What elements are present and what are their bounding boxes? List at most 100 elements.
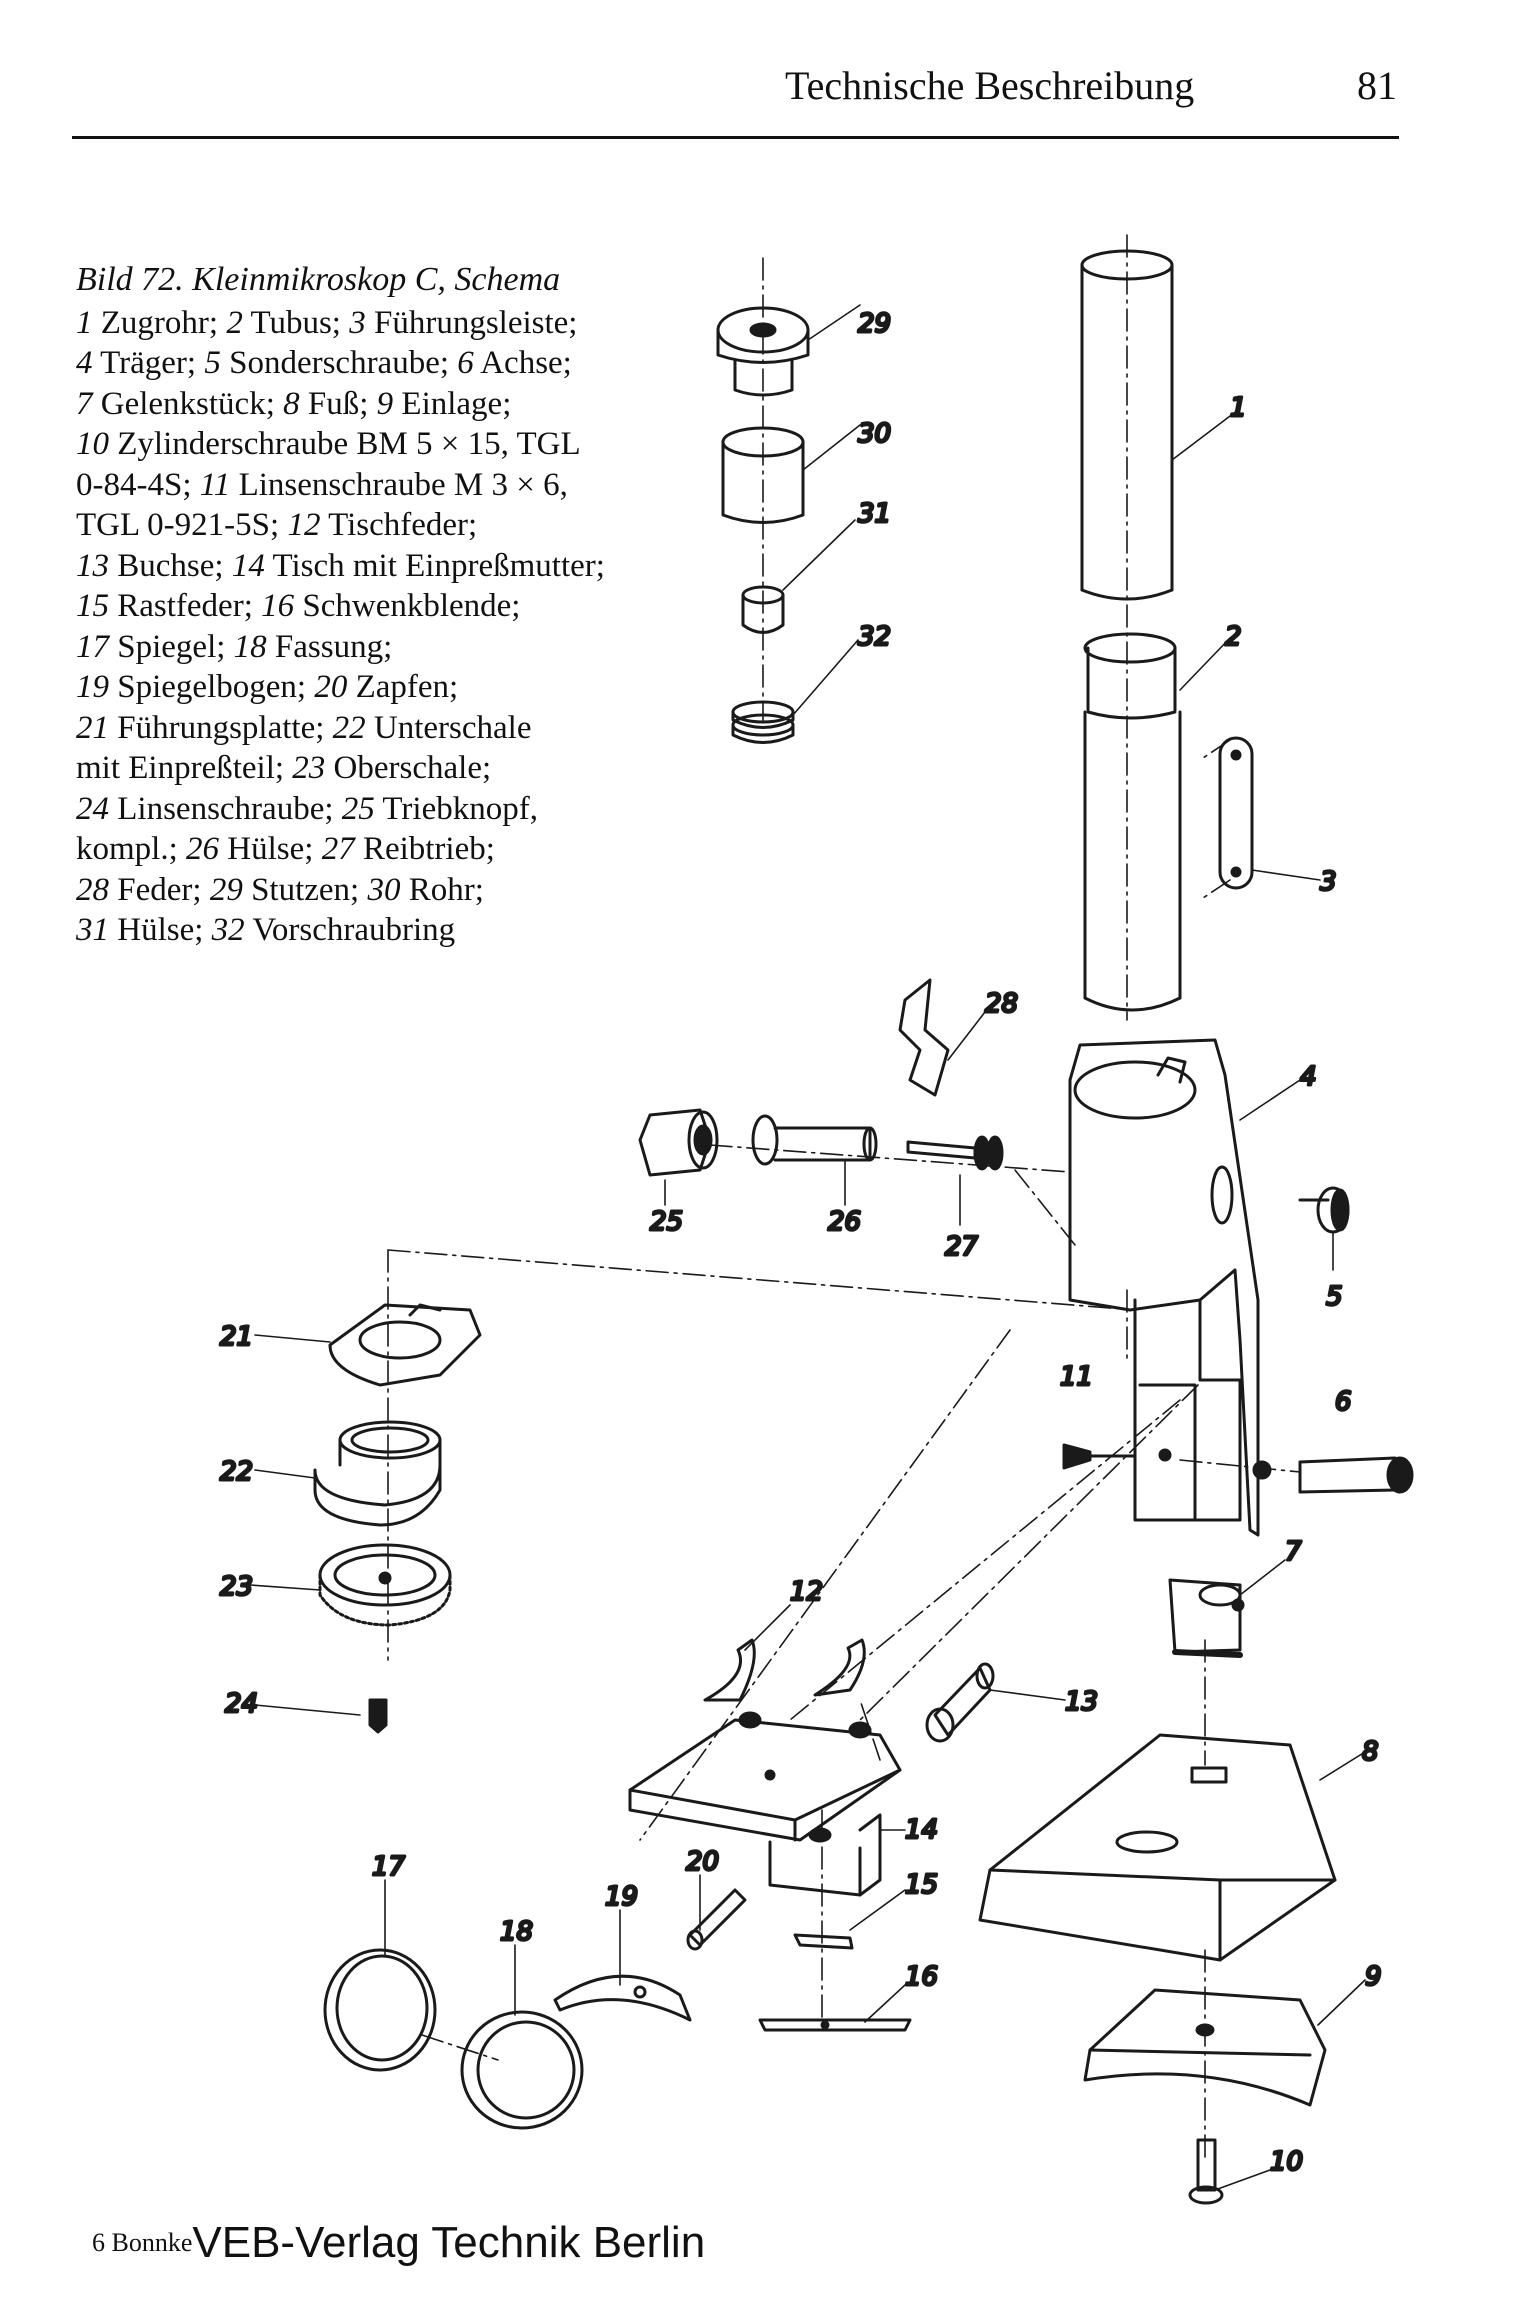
part-number: 21 <box>76 709 109 746</box>
part-number: 6 <box>457 345 474 381</box>
publisher-name: VEB-Verlag Technik Berlin <box>192 2218 706 2267</box>
part-label: 11 <box>1060 1362 1093 1392</box>
part-label: 28 <box>985 989 1018 1019</box>
part-number: 19 <box>76 669 109 705</box>
part-label: 27 <box>945 1232 979 1262</box>
part-11-linsenschraube <box>1062 1443 1137 1470</box>
part-25-triebknopf <box>638 1108 719 1177</box>
caption-legend: 1 Zugrohr; 2 Tubus; 3 Führungsleiste;4 T… <box>76 303 686 951</box>
part-5-sonderschraube <box>1298 1186 1350 1234</box>
part-name: Sonderschraube; <box>220 345 458 381</box>
caption-line: 15 Rastfeder; 16 Schwenkblende; <box>76 586 686 627</box>
part-number: 25 <box>341 790 375 827</box>
part-number: 5 <box>204 345 221 381</box>
part-number: 28 <box>76 871 109 908</box>
part-name: Reibtrieb; <box>354 831 495 867</box>
part-number: 27 <box>321 831 355 867</box>
part-number: 16 <box>261 588 295 624</box>
part-2-tubus <box>1083 632 1182 1012</box>
part-label: 14 <box>905 1815 938 1845</box>
figure-caption: Bild 72. Kleinmikroskop C, Schema 1 Zugr… <box>76 260 686 951</box>
part-number: 13 <box>76 547 109 584</box>
caption-line: 10 Zylinderschraube BM 5 × 15, TGL <box>76 424 686 465</box>
part-13-buchse <box>925 1662 995 1743</box>
part-name: Gelenkstück; <box>92 385 284 422</box>
caption-title: Bild 72. Kleinmikroskop C, Schema <box>76 261 561 298</box>
running-header-title: Technische Beschreibung <box>785 63 1195 108</box>
caption-line: 1 Zugrohr; 2 Tubus; 3 Führungsleiste; <box>76 303 686 344</box>
part-name: Buchse; <box>109 547 232 584</box>
part-27-reibtrieb <box>906 1135 1004 1171</box>
part-label: 12 <box>790 1577 823 1607</box>
assembly-axes <box>387 234 1301 2161</box>
part-number: 22 <box>332 709 366 746</box>
part-10-zylinderschraube <box>1188 2138 1224 2205</box>
part-label: 21 <box>220 1322 253 1352</box>
part-name: Linsenschraube M 3 × 6, <box>230 466 568 503</box>
caption-line: 0-84-4S; 11 Linsenschraube M 3 × 6, <box>76 465 686 506</box>
part-1-zugrohr <box>1080 249 1174 601</box>
part-31-huelse <box>741 585 785 634</box>
part-label: 23 <box>220 1572 253 1602</box>
part-number: 2 <box>226 304 243 341</box>
part-name: Tischfeder; <box>320 507 478 543</box>
caption-line: kompl.; 26 Hülse; 27 Reibtrieb; <box>76 829 686 870</box>
part-number: 18 <box>233 628 267 665</box>
part-name: Linsenschraube; <box>109 790 342 827</box>
part-19-spiegelbogen <box>553 1974 692 2022</box>
header-rule <box>72 136 1399 139</box>
part-label: 8 <box>1362 1737 1379 1767</box>
part-label: 25 <box>650 1207 683 1237</box>
part-number: 11 <box>199 466 231 503</box>
part-number: 10 <box>76 426 109 462</box>
part-name: Oberschale; <box>325 750 492 786</box>
part-number: 30 <box>367 871 401 908</box>
part-name: mit Einpreßteil; <box>76 750 293 786</box>
caption-line: 17 Spiegel; 18 Fassung; <box>76 627 686 668</box>
part-number: 29 <box>209 871 243 908</box>
part-number: 8 <box>283 385 300 422</box>
part-name: 0-84-4S; <box>76 466 200 503</box>
part-3-fuehrungsleiste <box>1218 736 1254 890</box>
part-14-tisch <box>628 1711 902 1897</box>
part-label: 22 <box>220 1457 253 1487</box>
part-label: 24 <box>225 1689 258 1719</box>
part-label: 18 <box>500 1917 533 1947</box>
page-footer: 6 BonnkeVEB-Verlag Technik Berlin <box>92 2218 705 2268</box>
part-26-huelse <box>751 1114 878 1166</box>
part-name: TGL 0-921-5S; <box>76 507 288 543</box>
part-8-fuss <box>978 1733 1337 1962</box>
part-number: 17 <box>76 628 109 665</box>
part-number: 4 <box>76 345 93 381</box>
part-name: kompl.; <box>76 831 187 867</box>
part-12-tischfeder <box>703 1638 866 1702</box>
part-label: 13 <box>1065 1687 1098 1717</box>
part-label: 30 <box>858 419 891 449</box>
part-name: Zylinderschraube BM 5 × 15, TGL <box>109 426 581 462</box>
part-name: Achse; <box>473 345 572 381</box>
part-9-einlage <box>1083 1988 1327 2107</box>
part-18-fassung <box>460 2010 584 2130</box>
part-32-vorschraubring <box>731 700 795 744</box>
part-number: 24 <box>76 790 109 827</box>
part-label: 3 <box>1320 867 1337 897</box>
caption-line: 4 Träger; 5 Sonderschraube; 6 Achse; <box>76 343 686 384</box>
part-number: 9 <box>376 385 394 422</box>
caption-line: 31 Hülse; 32 Vorschraubring <box>76 910 686 951</box>
part-label: 17 <box>372 1852 406 1882</box>
part-name: Fassung; <box>266 628 393 665</box>
caption-line: 24 Linsenschraube; 25 Triebknopf, <box>76 789 686 830</box>
part-name: Zugrohr; <box>92 304 227 341</box>
part-label: 32 <box>858 622 891 652</box>
part-label: 5 <box>1326 1282 1343 1312</box>
part-23-oberschale <box>318 1543 452 1627</box>
part-30-rohr <box>721 426 805 524</box>
caption-line: mit Einpreßteil; 23 Oberschale; <box>76 748 686 789</box>
part-name: Fuß; <box>299 385 377 422</box>
part-name: Tisch mit Einpreßmutter; <box>264 547 605 584</box>
part-name: Spiegel; <box>109 628 234 665</box>
part-28-feder <box>898 978 950 1097</box>
part-number: 7 <box>76 385 93 422</box>
part-6-achse <box>1298 1456 1414 1494</box>
